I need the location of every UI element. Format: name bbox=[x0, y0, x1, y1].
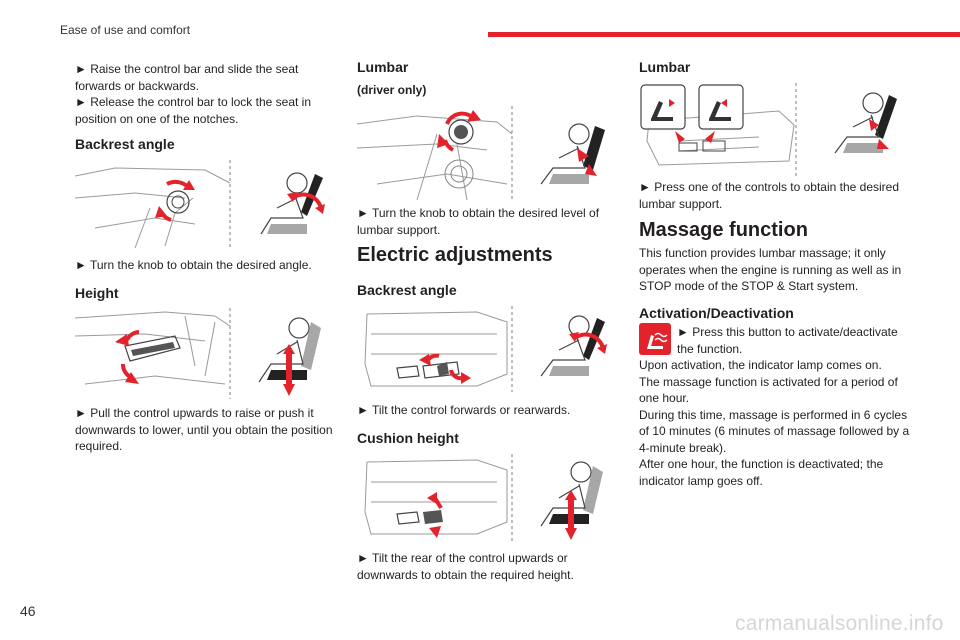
lumbar-knob-illustration bbox=[357, 104, 617, 202]
height-heading: Height bbox=[75, 285, 119, 301]
cushion-height-illustration bbox=[357, 452, 617, 544]
header-accent-bar bbox=[488, 32, 960, 37]
cushion-height-heading: Cushion height bbox=[357, 430, 459, 446]
massage-function-heading: Massage function bbox=[639, 219, 808, 241]
watermark: carmanualsonline.info bbox=[735, 612, 944, 635]
page-number: 46 bbox=[20, 603, 36, 619]
electric-backrest-illustration bbox=[357, 304, 617, 394]
seat-slide-instructions: ► Raise the control bar and slide the se… bbox=[75, 62, 312, 126]
lumbar-instruction: ► Turn the knob to obtain the desired le… bbox=[357, 206, 600, 237]
backrest-angle-instruction: ► Turn the knob to obtain the desired an… bbox=[75, 258, 312, 272]
lumbar-heading: Lumbar bbox=[357, 59, 409, 75]
activation-button-instruction: ► Press this button to activate/deactiva… bbox=[677, 325, 898, 356]
backrest-knob-illustration bbox=[75, 158, 335, 250]
activation-heading: Activation/Deactivation bbox=[639, 305, 794, 321]
electric-lumbar-heading: Lumbar bbox=[639, 59, 691, 75]
backrest-angle-heading: Backrest angle bbox=[75, 136, 175, 152]
section-title: Ease of use and comfort bbox=[60, 23, 191, 37]
massage-description: This function provides lumbar massage; i… bbox=[639, 246, 902, 293]
electric-backrest-instruction: ► Tilt the control forwards or rearwards… bbox=[357, 403, 571, 417]
electric-lumbar-illustration bbox=[639, 81, 901, 179]
height-control-illustration bbox=[75, 306, 335, 401]
cushion-height-instruction: ► Tilt the rear of the control upwards o… bbox=[357, 551, 574, 582]
height-instruction: ► Pull the control upwards to raise or p… bbox=[75, 406, 333, 453]
activation-details: Upon activation, the indicator lamp come… bbox=[639, 358, 910, 488]
lumbar-subheading: (driver only) bbox=[357, 83, 427, 97]
electric-lumbar-instruction: ► Press one of the controls to obtain th… bbox=[639, 180, 900, 211]
electric-backrest-heading: Backrest angle bbox=[357, 282, 457, 298]
massage-button-icon bbox=[639, 323, 671, 355]
electric-adjustments-heading: Electric adjustments bbox=[357, 244, 553, 266]
